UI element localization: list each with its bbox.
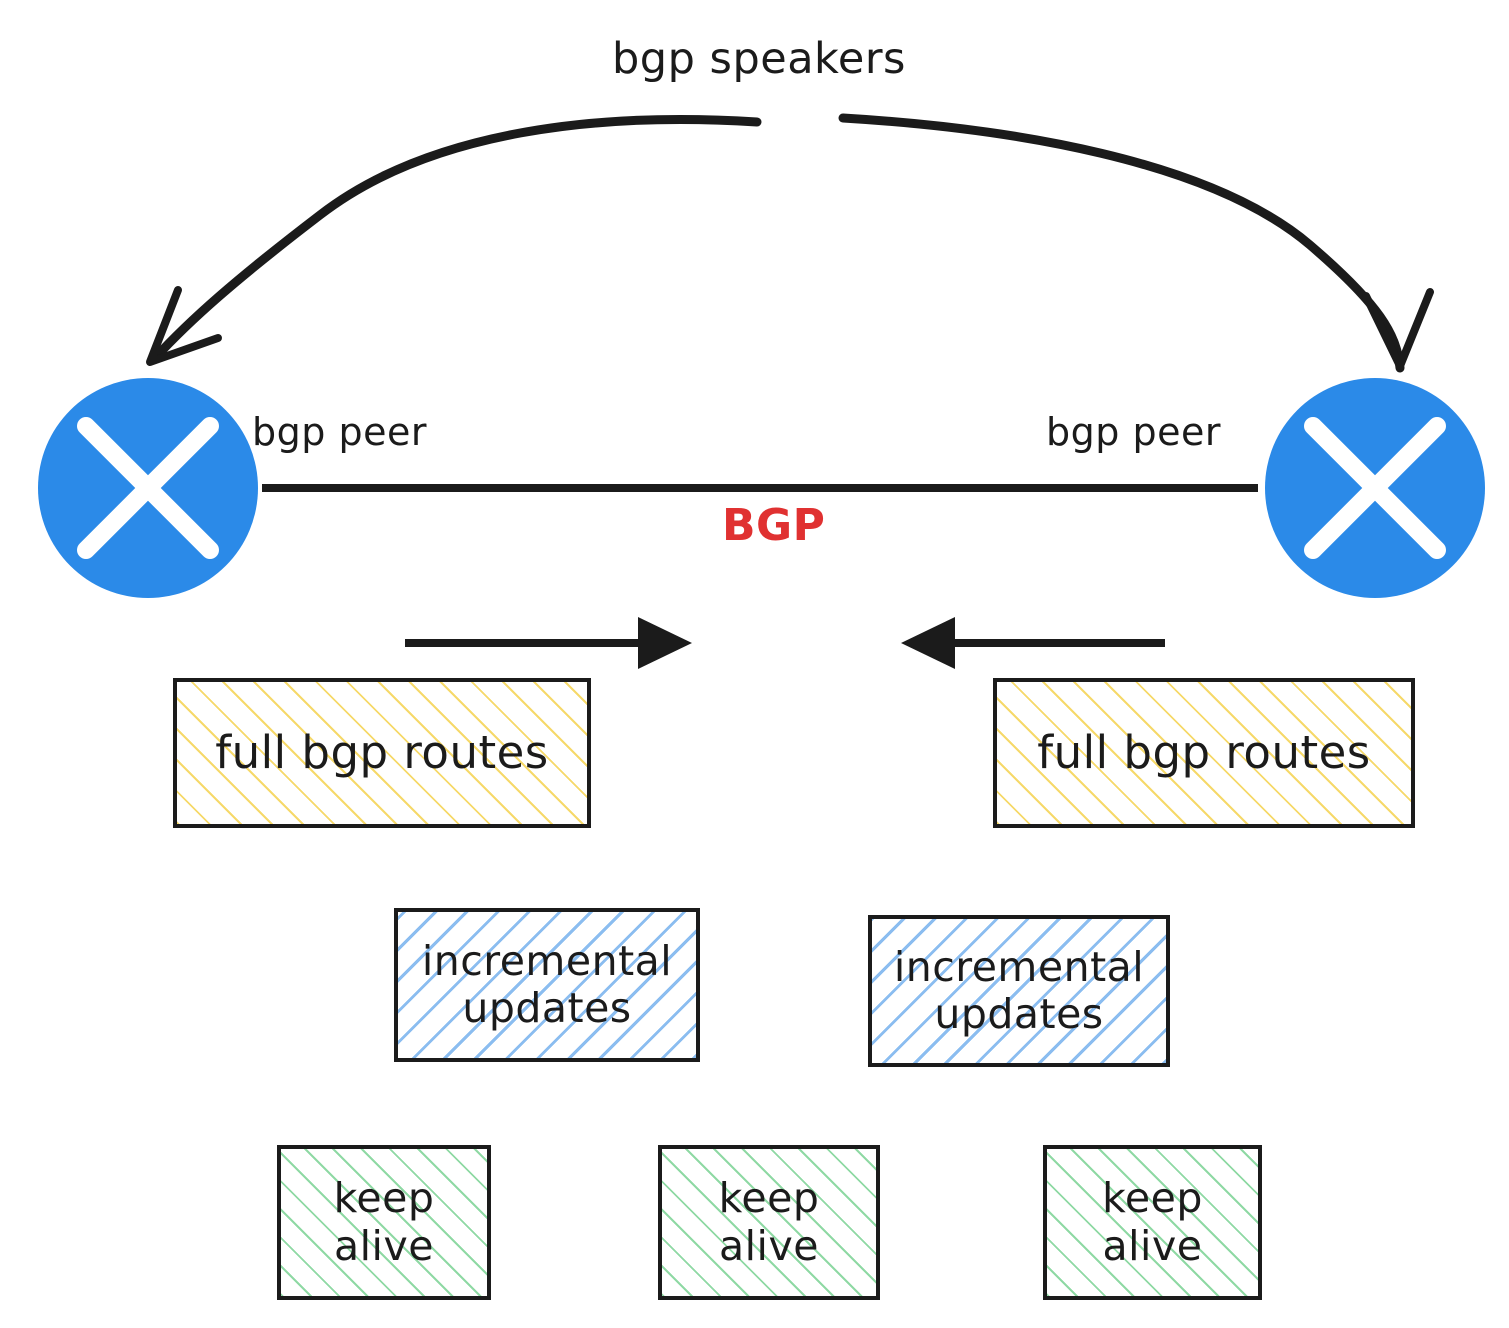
box-label: keep alive [328, 1175, 441, 1269]
node-right-peer[interactable] [1265, 378, 1485, 598]
callout-arrow-right-icon [838, 113, 1434, 373]
box-full-bgp-routes-right: full bgp routes [993, 678, 1415, 828]
box-keep-alive-right: keep alive [1043, 1145, 1262, 1300]
arrow-left-to-right-icon [405, 617, 692, 669]
box-label-line1: incremental [893, 942, 1145, 991]
box-label-line2: alive [334, 1221, 434, 1270]
label-protocol-bgp: BGP [722, 500, 826, 551]
box-label: keep alive [1096, 1175, 1209, 1269]
box-label: incremental updates [416, 936, 678, 1032]
node-left-peer[interactable] [38, 378, 258, 598]
box-label-line1: keep [333, 1174, 435, 1223]
box-keep-alive-middle: keep alive [658, 1145, 880, 1300]
box-keep-alive-left: keep alive [277, 1145, 491, 1300]
box-full-bgp-routes-left: full bgp routes [173, 678, 591, 828]
box-label: keep alive [713, 1175, 826, 1269]
box-label-line2: alive [1102, 1221, 1203, 1270]
box-label-line2: updates [934, 990, 1104, 1038]
callout-arrow-left-icon [146, 115, 762, 366]
box-incremental-updates-left: incremental updates [394, 908, 700, 1062]
box-label: full bgp routes [215, 726, 549, 780]
page-title: bgp speakers [612, 34, 906, 84]
label-bgp-peer-right: bgp peer [1046, 410, 1221, 454]
box-label-line2: updates [462, 984, 632, 1032]
box-label: full bgp routes [1037, 726, 1371, 780]
box-label-line2: alive [719, 1221, 819, 1270]
arrow-right-to-left-icon [901, 617, 1165, 669]
box-label-line1: keep [1102, 1174, 1203, 1223]
label-bgp-peer-left: bgp peer [252, 410, 427, 454]
box-label: incremental updates [888, 942, 1150, 1038]
box-label-line1: incremental [421, 936, 673, 985]
box-label-line1: keep [718, 1174, 820, 1223]
box-incremental-updates-right: incremental updates [868, 915, 1170, 1067]
